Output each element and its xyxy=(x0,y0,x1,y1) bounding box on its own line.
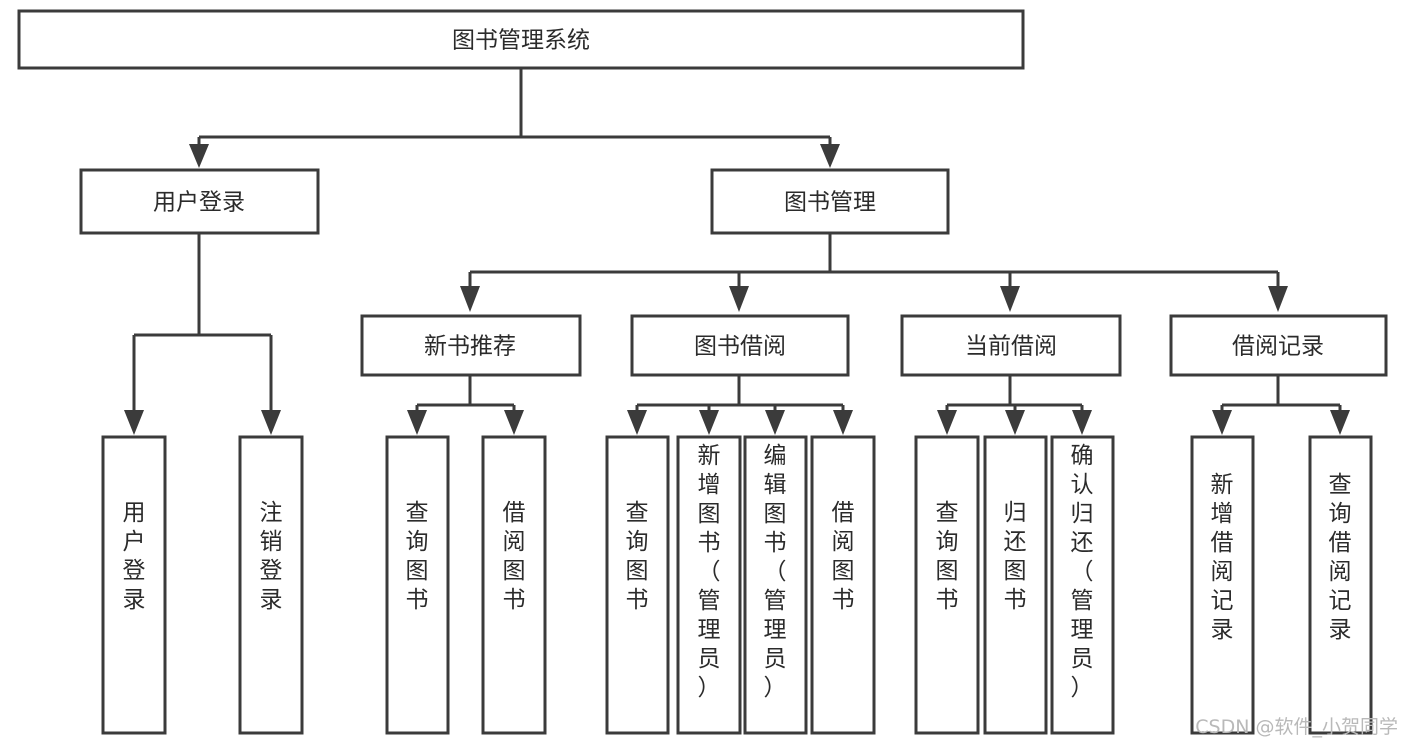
node-leaf-3-label: 查询图书 xyxy=(406,500,429,613)
node-leaf-8-label: 借阅图书 xyxy=(832,500,855,613)
node-leaf-3-box[interactable] xyxy=(385,435,450,735)
connector-layer xyxy=(124,68,1350,435)
node-leaf-5-label: 查询图书 xyxy=(626,500,649,613)
arrow-head-book-borrow xyxy=(729,286,749,312)
node-book-borrow-box[interactable] xyxy=(630,314,850,377)
node-book-borrow-label: 图书借阅 xyxy=(694,334,786,360)
arrow-head-leaf-1 xyxy=(124,410,144,435)
node-current-borrow[interactable]: 当前借阅 xyxy=(900,314,1122,377)
arrow-head-borrow-record xyxy=(1268,286,1288,312)
node-leaf-6[interactable]: 新增图书（管理员） xyxy=(676,435,742,735)
node-book-borrow[interactable]: 图书借阅 xyxy=(630,314,850,377)
node-current-borrow-label: 当前借阅 xyxy=(965,334,1057,360)
arrow-head-leaf-13 xyxy=(1330,410,1350,435)
node-leaf-2-box[interactable] xyxy=(238,435,304,735)
node-leaf-9-box[interactable] xyxy=(914,435,980,735)
node-book-manage-label: 图书管理 xyxy=(784,190,876,216)
arrow-head-leaf-9 xyxy=(937,410,957,435)
node-leaf-10[interactable]: 归还图书 xyxy=(983,435,1048,735)
arrow-head-leaf-6 xyxy=(699,410,719,435)
node-leaf-1-box[interactable] xyxy=(101,435,167,735)
node-leaf-13[interactable]: 查询借阅记录 xyxy=(1308,435,1373,735)
node-user-login[interactable]: 用户登录 xyxy=(79,168,320,235)
node-leaf-11[interactable]: 确认归还（管理员） xyxy=(1050,435,1115,735)
node-leaf-9[interactable]: 查询图书 xyxy=(914,435,980,735)
arrow-head-book-manage xyxy=(820,144,840,168)
node-user-login-label: 用户登录 xyxy=(153,190,245,216)
arrow-head-leaf-2 xyxy=(261,410,281,435)
node-leaf-4[interactable]: 借阅图书 xyxy=(481,435,547,735)
arrow-head-leaf-7 xyxy=(765,410,785,435)
node-new-book-rec[interactable]: 新书推荐 xyxy=(360,314,582,377)
node-leaf-7-box[interactable] xyxy=(743,435,808,735)
node-root-label: 图书管理系统 xyxy=(452,28,590,54)
node-new-book-rec-label: 新书推荐 xyxy=(424,334,516,360)
node-current-borrow-box[interactable] xyxy=(900,314,1122,377)
node-leaf-13-box[interactable] xyxy=(1308,435,1373,735)
node-book-manage-box[interactable] xyxy=(710,168,950,235)
node-leaf-6-label: 新增图书（管理员） xyxy=(698,443,721,701)
node-leaf-9-label: 查询图书 xyxy=(936,500,959,613)
node-leaf-2[interactable]: 注销登录 xyxy=(238,435,304,735)
node-leaf-5[interactable]: 查询图书 xyxy=(605,435,670,735)
node-borrow-record[interactable]: 借阅记录 xyxy=(1169,314,1388,377)
node-leaf-11-label: 确认归还（管理员） xyxy=(1071,443,1094,701)
arrow-head-leaf-4 xyxy=(504,410,524,435)
node-root-box[interactable] xyxy=(17,9,1025,70)
node-leaf-10-label: 归还图书 xyxy=(1004,500,1027,613)
node-leaf-6-box[interactable] xyxy=(676,435,742,735)
node-leaf-10-box[interactable] xyxy=(983,435,1048,735)
node-root[interactable]: 图书管理系统 xyxy=(17,9,1025,70)
node-leaf-4-box[interactable] xyxy=(481,435,547,735)
node-new-book-rec-box[interactable] xyxy=(360,314,582,377)
arrow-head-leaf-3 xyxy=(407,410,427,435)
arrow-head-new-book-rec xyxy=(460,286,480,312)
node-leaf-8-box[interactable] xyxy=(810,435,876,735)
arrow-head-leaf-5 xyxy=(627,410,647,435)
node-leaf-12-box[interactable] xyxy=(1190,435,1255,735)
node-leaf-1-label: 用户登录 xyxy=(123,500,146,613)
node-leaf-12-label: 新增借阅记录 xyxy=(1211,472,1234,643)
node-leaf-12[interactable]: 新增借阅记录 xyxy=(1190,435,1255,735)
node-leaf-13-label: 查询借阅记录 xyxy=(1329,472,1352,643)
node-user-login-box[interactable] xyxy=(79,168,320,235)
node-leaf-2-label: 注销登录 xyxy=(260,500,283,613)
node-leaf-8[interactable]: 借阅图书 xyxy=(810,435,876,735)
arrow-head-current-borrow xyxy=(1000,286,1020,312)
node-leaf-5-box[interactable] xyxy=(605,435,670,735)
node-borrow-record-box[interactable] xyxy=(1169,314,1388,377)
arrow-head-leaf-12 xyxy=(1212,410,1232,435)
node-leaf-7-label: 编辑图书（管理员） xyxy=(764,443,787,701)
arrow-head-leaf-8 xyxy=(833,410,853,435)
node-book-manage[interactable]: 图书管理 xyxy=(710,168,950,235)
node-leaf-1[interactable]: 用户登录 xyxy=(101,435,167,735)
node-leaf-11-box[interactable] xyxy=(1050,435,1115,735)
node-leaf-7[interactable]: 编辑图书（管理员） xyxy=(743,435,808,735)
node-leaf-4-label: 借阅图书 xyxy=(503,500,526,613)
csdn-watermark: CSDN @软件_小贺同学 xyxy=(1195,716,1398,738)
node-borrow-record-label: 借阅记录 xyxy=(1232,334,1324,360)
arrow-head-leaf-11 xyxy=(1072,410,1092,435)
arrow-head-leaf-10 xyxy=(1005,410,1025,435)
node-leaf-3[interactable]: 查询图书 xyxy=(385,435,450,735)
arrow-head-user-login xyxy=(189,144,209,168)
